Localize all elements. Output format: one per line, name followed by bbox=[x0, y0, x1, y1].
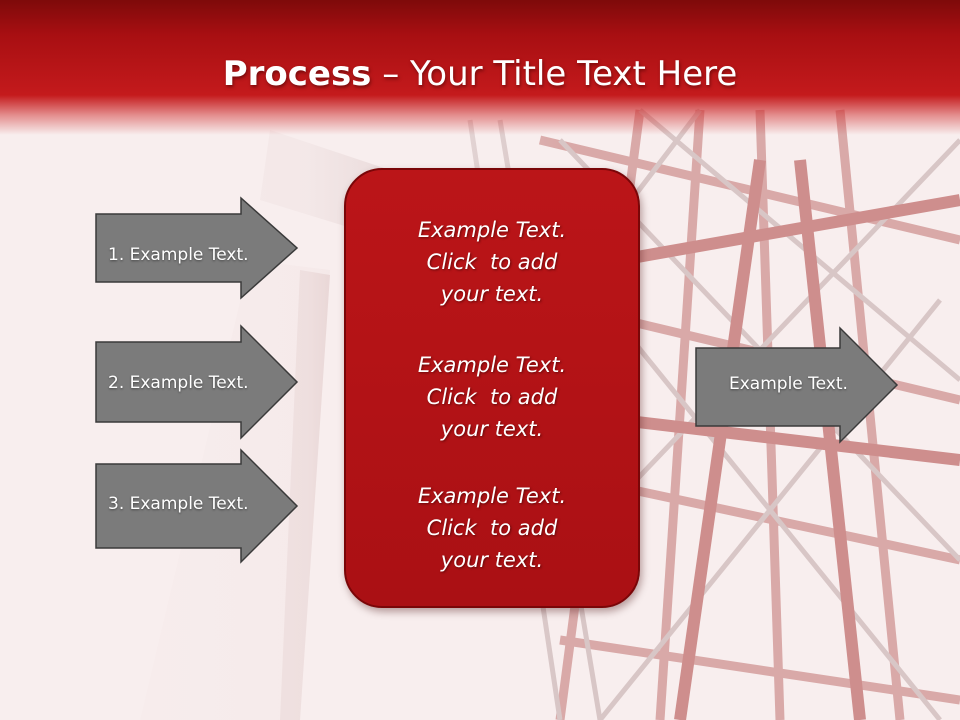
center-text-3-line-1: Example Text. bbox=[417, 484, 567, 508]
center-text-2-line-2: Click to add bbox=[426, 385, 558, 409]
center-text-1-line-1: Example Text. bbox=[417, 218, 567, 242]
input-arrow-2[interactable]: 2. Example Text. bbox=[95, 324, 299, 440]
title-bar bbox=[0, 0, 960, 135]
center-text-2-line-3: your text. bbox=[440, 417, 544, 441]
slide-title[interactable]: Process – Your Title Text Here bbox=[0, 52, 960, 96]
input-arrow-1-label: 1. Example Text. bbox=[108, 245, 249, 265]
input-arrow-3-label: 3. Example Text. bbox=[108, 494, 249, 514]
output-arrow[interactable]: Example Text. bbox=[695, 326, 899, 444]
center-text-block-3[interactable]: Example Text. Click to add your text. bbox=[346, 480, 638, 576]
center-text-3-line-3: your text. bbox=[440, 548, 544, 572]
center-process-box[interactable]: Example Text. Click to add your text. Ex… bbox=[344, 168, 640, 608]
center-text-2-line-1: Example Text. bbox=[417, 353, 567, 377]
center-text-1-line-3: your text. bbox=[440, 282, 544, 306]
input-arrow-3[interactable]: 3. Example Text. bbox=[95, 448, 299, 564]
center-text-3-line-2: Click to add bbox=[426, 516, 558, 540]
title-rest: – Your Title Text Here bbox=[371, 54, 738, 94]
output-arrow-label: Example Text. bbox=[729, 374, 848, 394]
center-text-block-2[interactable]: Example Text. Click to add your text. bbox=[346, 349, 638, 445]
center-text-1-line-2: Click to add bbox=[426, 250, 558, 274]
input-arrow-2-label: 2. Example Text. bbox=[108, 373, 249, 393]
input-arrow-1[interactable]: 1. Example Text. bbox=[95, 196, 299, 300]
title-bold: Process bbox=[222, 54, 372, 94]
center-text-block-1[interactable]: Example Text. Click to add your text. bbox=[346, 214, 638, 310]
